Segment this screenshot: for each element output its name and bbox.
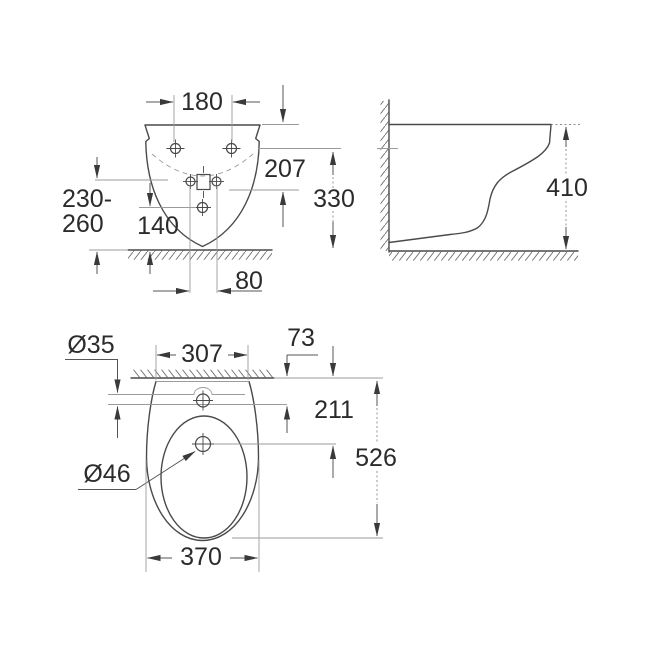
dim-230-260-label-line2: 260	[62, 210, 104, 238]
fixing-hole-left-icon	[183, 174, 198, 189]
dim-140-label: 140	[137, 212, 179, 240]
dim-230-260-label-line1: 230-	[62, 185, 112, 213]
dim-o35: Ø35	[65, 331, 121, 438]
plan-shelf-line	[108, 387, 245, 395]
dim-230-260: 230- 260	[62, 157, 168, 274]
dim-526: 526	[232, 380, 397, 539]
side-floor-hatch	[389, 251, 578, 261]
dim-370-label: 370	[180, 543, 222, 571]
plan-wall-hatch	[133, 369, 273, 378]
dim-307-label: 307	[181, 340, 223, 368]
dim-410-label: 410	[546, 174, 588, 202]
dim-73: 73	[283, 324, 318, 433]
mount-hole-right-icon	[222, 139, 241, 158]
dim-80: 80	[153, 186, 263, 295]
dim-211: 211	[314, 346, 354, 478]
dim-180-label: 180	[181, 88, 223, 116]
mount-hole-left-icon	[166, 139, 185, 158]
dim-207: 207	[229, 85, 306, 227]
side-wall-hatch	[380, 101, 389, 251]
dim-80-label: 80	[235, 267, 263, 295]
front-rim-dashed-curve	[151, 153, 254, 177]
drain-fixture	[183, 166, 224, 198]
dim-307: 307	[155, 340, 249, 380]
front-floor-hatch	[128, 250, 272, 260]
dim-330: 330	[258, 148, 355, 249]
plan-outline	[145, 380, 260, 542]
side-profile	[388, 124, 552, 244]
dim-526-label: 526	[355, 444, 397, 472]
lower-hole-icon	[194, 199, 211, 216]
front-view: 180 207 330 230- 260	[62, 85, 355, 295]
fixing-hole-right-icon	[209, 174, 224, 189]
dim-410: 410	[546, 126, 588, 250]
dim-73-label: 73	[287, 324, 315, 352]
tap-hole-icon	[193, 390, 213, 411]
dim-o46-label: Ø46	[83, 460, 130, 488]
dim-330-label: 330	[313, 185, 355, 213]
dim-207-label: 207	[264, 155, 306, 183]
dim-o46: Ø46	[78, 451, 196, 490]
top-view: Ø35 307 73 211	[65, 324, 397, 572]
side-view: 410	[377, 99, 588, 261]
front-outline	[144, 124, 261, 248]
dim-180: 180	[146, 88, 260, 142]
dim-140: 140	[137, 183, 196, 274]
dim-o35-label: Ø35	[67, 331, 114, 359]
jet-hole-icon	[192, 433, 214, 455]
plan-inner-rim	[160, 415, 248, 539]
dim-211-label: 211	[314, 396, 354, 424]
dim-370: 370	[145, 460, 260, 572]
